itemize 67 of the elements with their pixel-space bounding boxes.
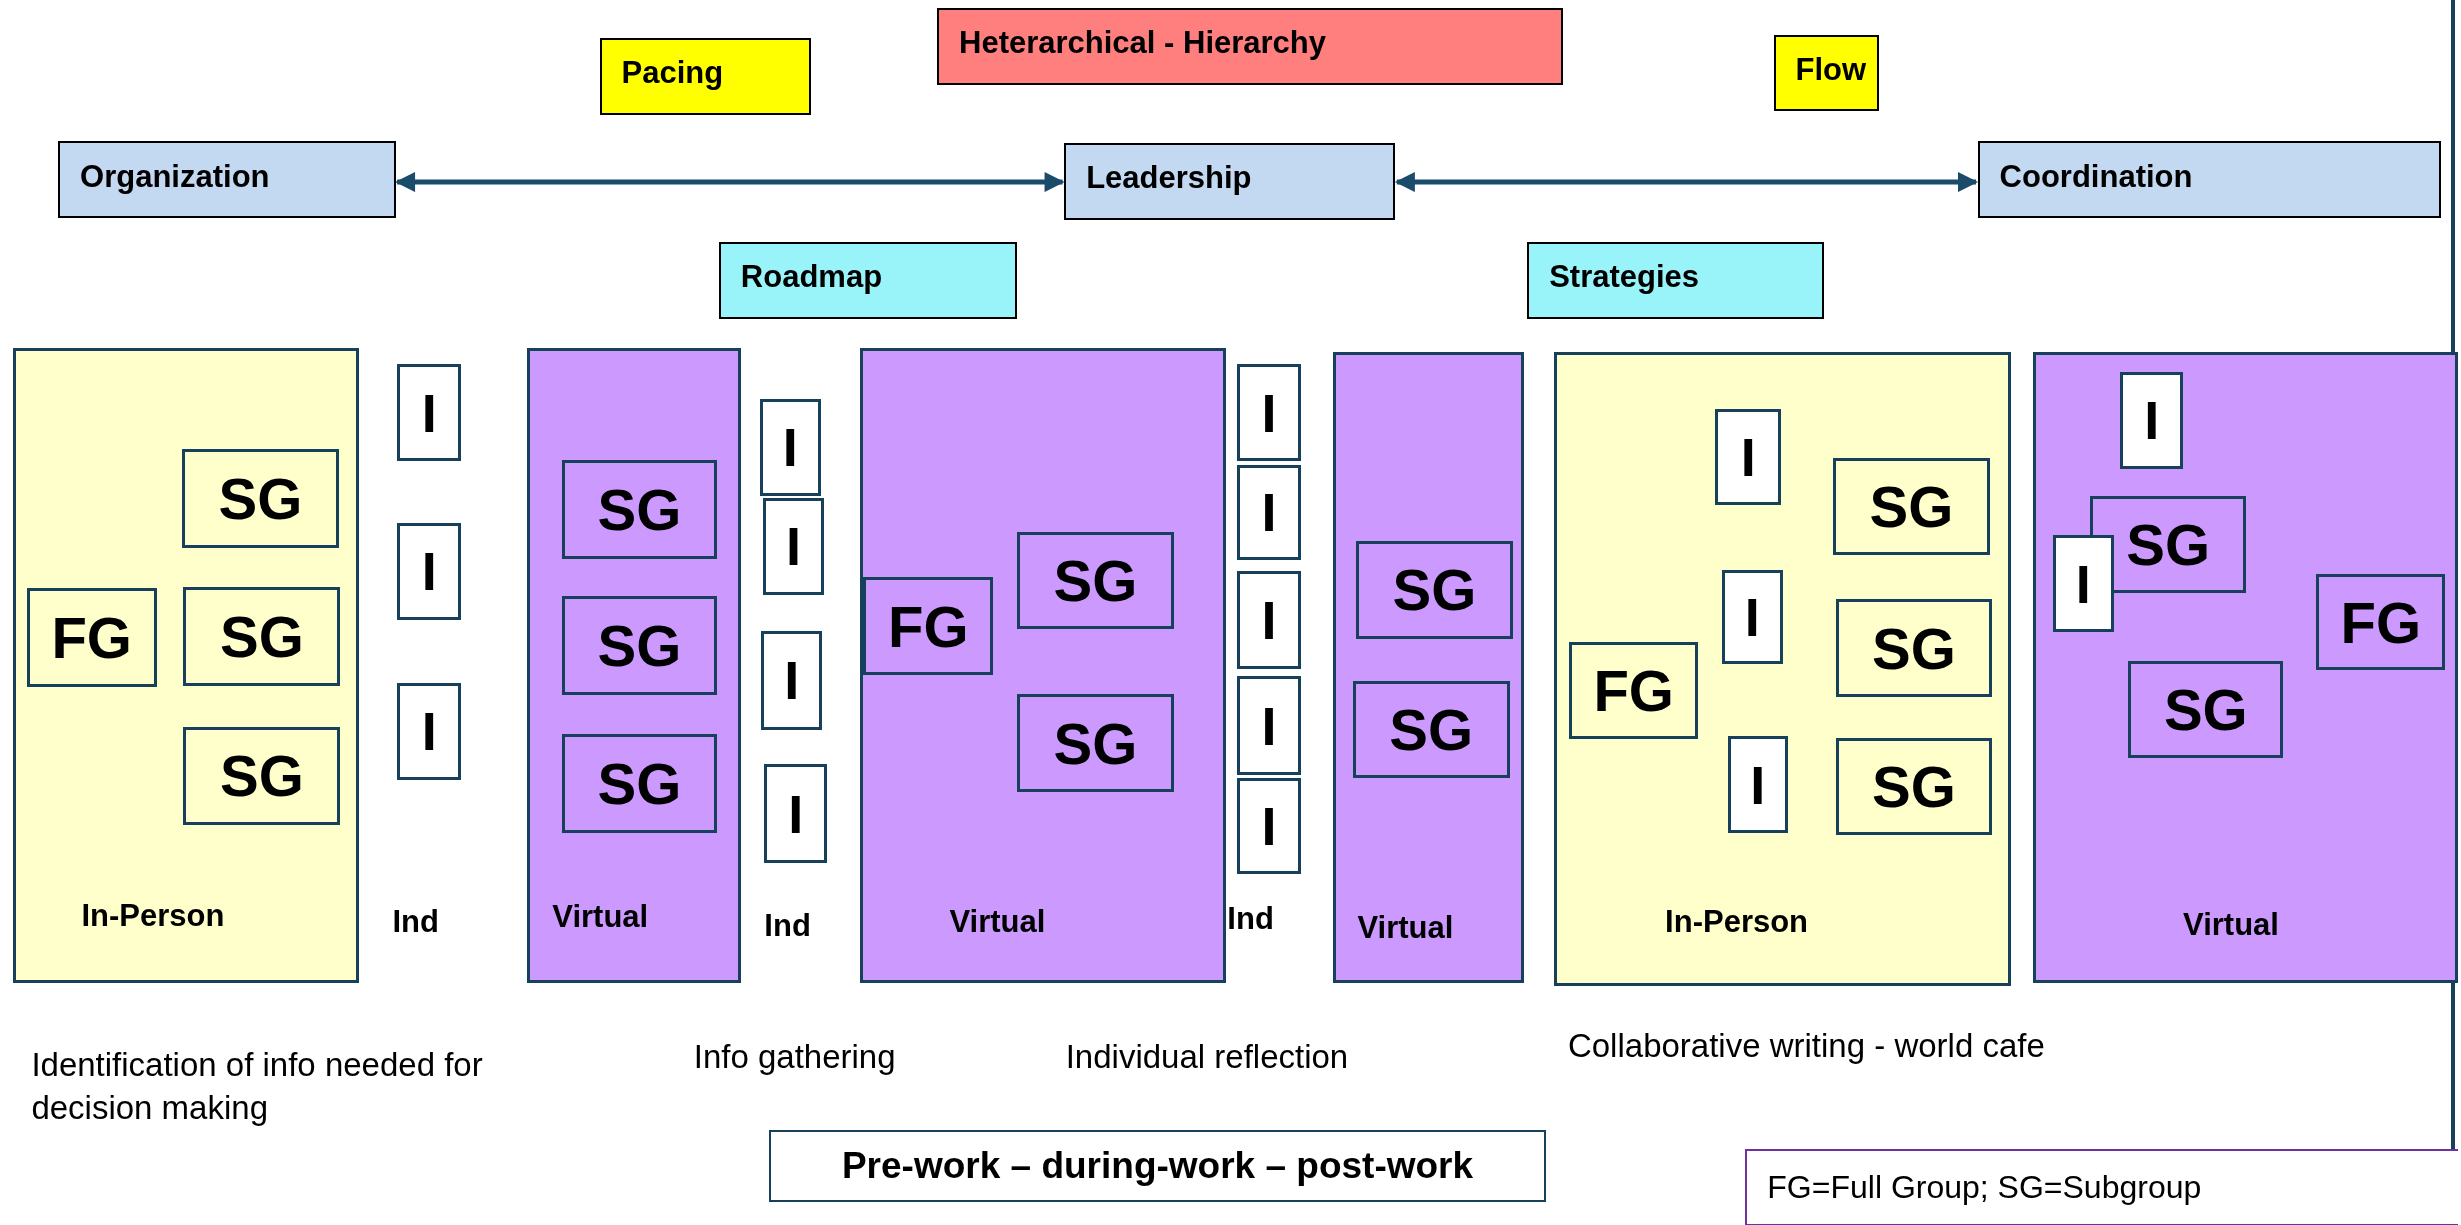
panel-label: In-Person [1665,903,1809,940]
title-box: Heterarchical - Hierarchy [937,7,1564,85]
group-box: SG [2128,660,2284,758]
caption-text: Individual reflection [1065,1036,1350,1077]
group-box: SG [561,734,718,834]
group-box: FG [26,588,157,688]
individual-box: I [2052,535,2114,633]
panel-label: In-Person [81,897,225,934]
column-label: Ind [764,906,812,945]
session-panel [2032,351,2458,983]
individual-box: I [2120,371,2184,470]
individual-box: I [397,522,462,620]
individual-box: I [1236,676,1302,776]
title-box: Pacing [599,37,812,115]
panel-label: Virtual [2183,907,2279,944]
individual-box: I [1236,364,1302,462]
session-panel [1332,351,1524,983]
phase-box: Pre-work – during-work – post-work [769,1130,1546,1203]
group-box: SG [2090,495,2246,594]
individual-box: I [397,364,462,462]
title-box: Flow [1773,34,1879,112]
title-box: Strategies [1527,241,1824,319]
caption-text: Info gathering [693,1036,897,1077]
individual-box: I [761,630,823,730]
group-box: FG [2316,574,2446,670]
key-box: FG=Full Group; SG=Subgroup [1745,1148,2458,1225]
group-box: FG [1569,641,1699,740]
individual-box: I [1715,409,1782,506]
individual-box: I [762,497,824,595]
group-box: SG [1355,541,1513,639]
individual-box: I [759,398,821,496]
group-box: SG [561,459,718,559]
group-box: SG [181,448,339,548]
group-box: SG [561,596,718,696]
caption-text: Collaborative writing - world cafe [1567,1025,2046,1066]
title-box: Organization [58,141,396,219]
group-box: SG [1836,599,1992,697]
title-box: Leadership [1064,142,1396,220]
individual-box: I [397,682,462,781]
session-panel [1553,351,2011,986]
group-box: FG [863,577,994,675]
individual-box: I [1236,778,1302,875]
individual-box: I [1236,571,1302,669]
group-box: SG [183,726,341,826]
group-box: SG [1352,681,1510,779]
individual-box: I [764,764,828,864]
group-box: SG [1836,737,1992,835]
session-panel [12,348,360,983]
title-box: Roadmap [718,241,1018,319]
panel-label: Virtual [552,899,649,936]
double-arrow [395,172,1065,193]
double-arrow [1394,172,1978,193]
individual-box: I [1721,569,1783,664]
caption-text: Identification of info needed for decision making [31,1044,484,1128]
group-box: SG [1016,531,1174,630]
column-label: Ind [392,903,440,942]
column-label: Ind [1227,900,1275,939]
title-box: Coordination [1977,141,2441,219]
session-panel [527,348,741,983]
session-panel [860,348,1226,983]
individual-box: I [1236,464,1302,561]
panel-label: Virtual [1357,910,1454,947]
group-box: SG [1833,458,1990,556]
group-box: SG [1016,693,1174,793]
group-box: SG [183,586,341,686]
individual-box: I [1727,735,1788,834]
panel-label: Virtual [949,903,1046,940]
